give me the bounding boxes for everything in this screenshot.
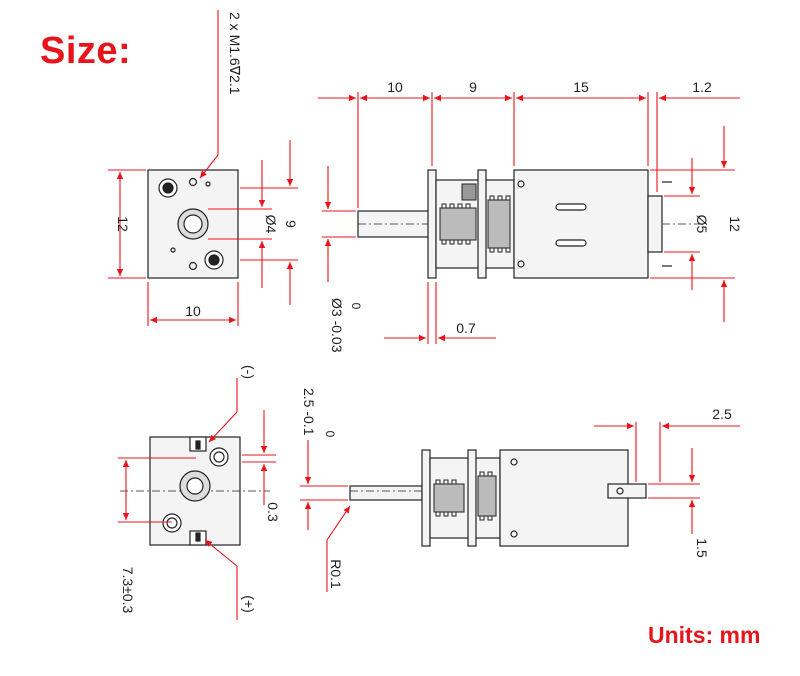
top-side-view-dims (318, 92, 740, 344)
screw-note: 2 x M1.6∇2.1 (227, 12, 243, 95)
terminal-width-label: 2.5 (712, 406, 732, 422)
pos-terminal-pad (162, 513, 182, 533)
body-height-label: 12 (727, 216, 743, 232)
flat-tolerance-upper: 0 (323, 431, 337, 438)
dim-endcap-length: 1.2 (692, 79, 712, 95)
terminal-thickness-label: 1.5 (694, 538, 710, 558)
bottom-side-view-dims (300, 422, 740, 592)
end-height-label: 12 (115, 216, 131, 232)
top-end-view-dims (108, 10, 298, 326)
top-end-view-labels: 2 x M1.6∇2.1 12 10 9 Ø4 (115, 12, 299, 319)
top-side-view-labels: 10 9 15 1.2 0.7 0 Ø3 -0.03 Ø5 12 (329, 79, 743, 353)
bottom-side-view-labels: 0 2.5 -0.1 R0.1 2.5 1.5 (301, 388, 732, 589)
gear-train (439, 183, 511, 253)
terminal-height-label: 7.3±0.3 (120, 567, 136, 614)
bore-diameter-label: Ø4 (263, 215, 279, 234)
shaft-tolerance-upper: 0 (349, 303, 363, 310)
end-width-label: 10 (185, 303, 201, 319)
bottom-side-view (349, 449, 647, 547)
rear-flange-b (467, 449, 477, 547)
terminal-tab (607, 483, 647, 499)
flatted-shaft (349, 485, 423, 501)
bottom-end-view-dims (118, 378, 276, 620)
front-flange-b (421, 449, 431, 547)
radius-label: R0.1 (328, 559, 344, 589)
top-end-view (147, 169, 239, 279)
terminal-offset-label: 0.3 (265, 502, 281, 522)
units-label: Units: mm (648, 622, 761, 648)
pos-terminal-label: (+) (241, 595, 257, 613)
neg-terminal-pad (209, 447, 229, 467)
flange-thickness-label: 0.7 (456, 320, 476, 336)
flat-depth-label: 2.5 -0.1 (301, 388, 317, 436)
dim-shaft-length: 10 (387, 79, 403, 95)
boss-diameter-label: Ø5 (694, 215, 710, 234)
front-flange (427, 169, 437, 279)
shaft-pitch-label: 9 (283, 220, 299, 228)
size-title: Size: (40, 30, 132, 72)
bottom-end-view (120, 436, 270, 546)
rear-flange (477, 169, 487, 279)
bottom-end-view-labels: (-) (+) 7.3±0.3 0.3 (120, 365, 281, 614)
motor-can (513, 169, 649, 279)
neg-terminal-label: (-) (241, 365, 257, 379)
shaft-diameter-label: Ø3 -0.03 (329, 298, 345, 353)
dim-motor-length: 15 (573, 79, 589, 95)
motor-can-b (499, 449, 629, 547)
dim-gearbox-length: 9 (469, 79, 477, 95)
end-cap-boss (647, 195, 663, 253)
top-side-view (357, 169, 700, 279)
